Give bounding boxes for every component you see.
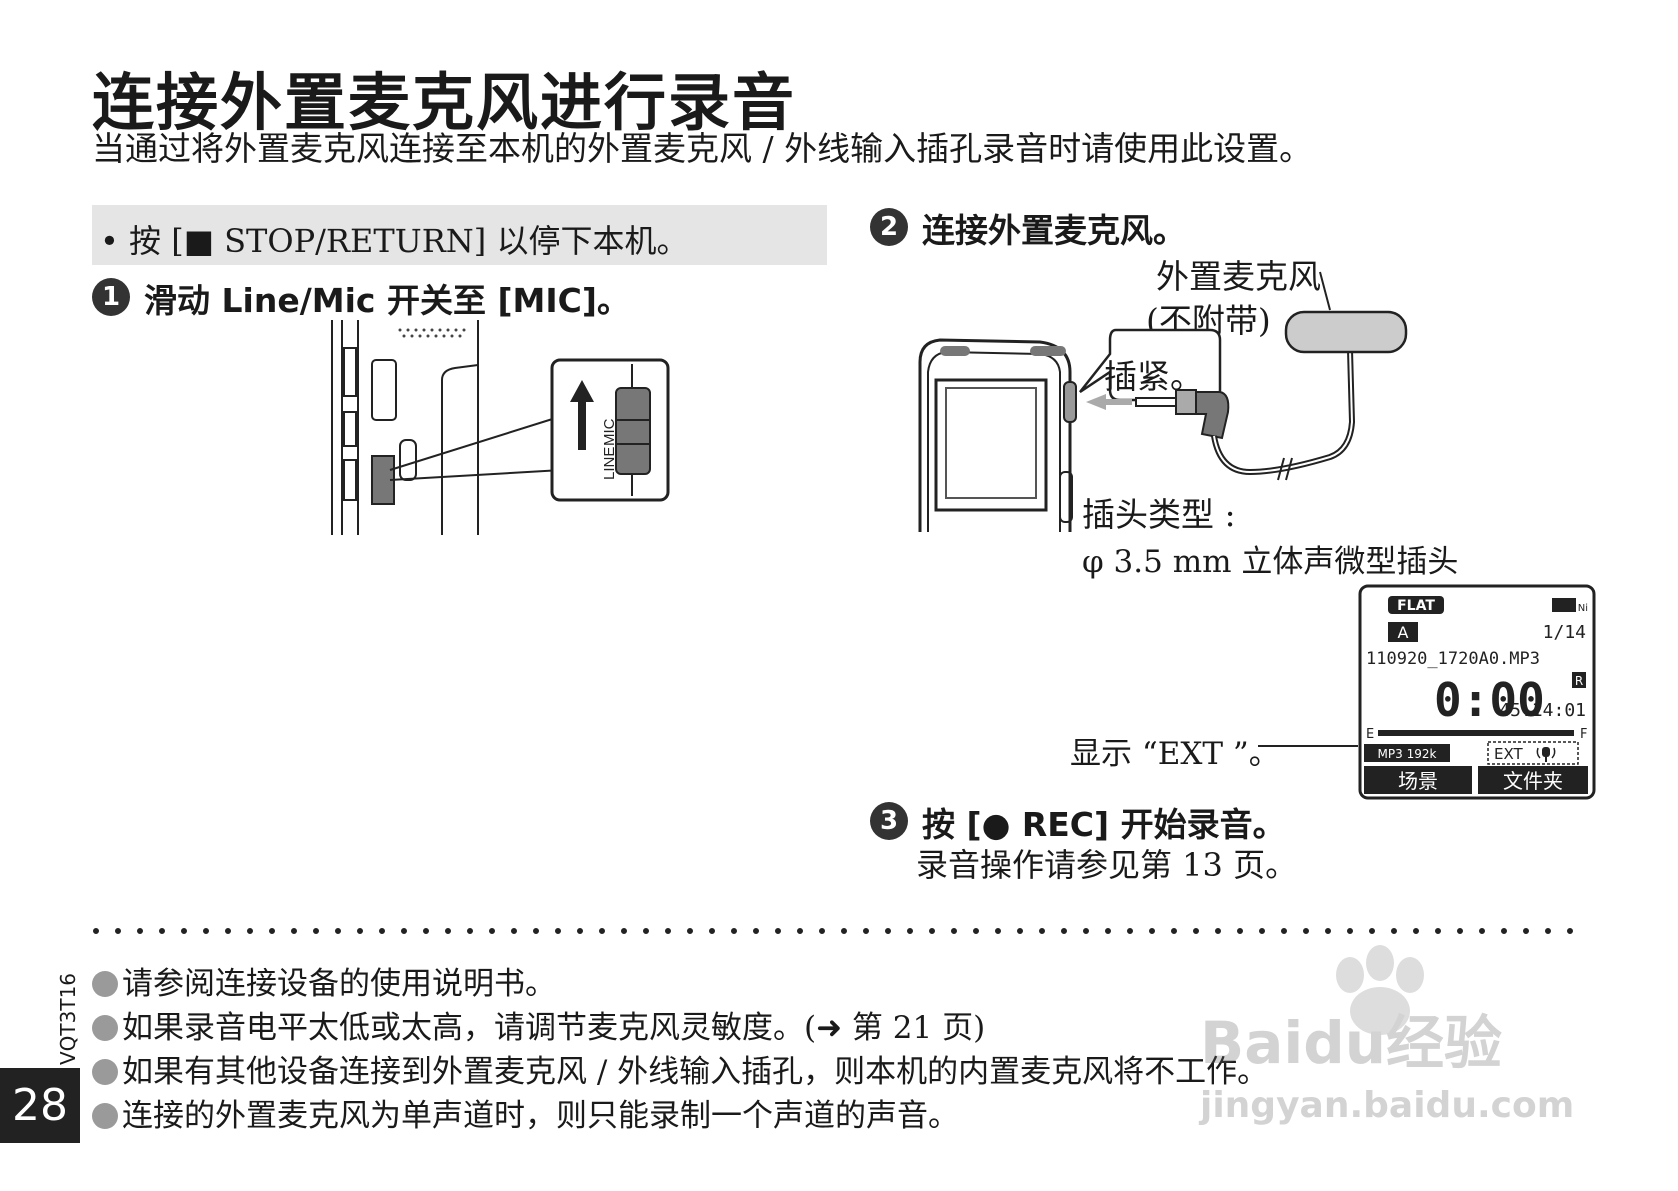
- softkey-left: 场景: [1398, 769, 1438, 793]
- plug-type-label: 插头类型 :: [1082, 495, 1236, 534]
- bullet-icon: [92, 971, 118, 997]
- level-right: F: [1580, 727, 1587, 742]
- document-code: VQT3T16: [56, 972, 80, 1065]
- note-item: 请参阅连接设备的使用说明书。: [92, 958, 556, 1003]
- step-3-text: 按 [● REC] 开始录音。: [922, 805, 1286, 844]
- plug-type-value: φ 3.5 mm 立体声微型插头: [1082, 544, 1459, 580]
- arrow-up-icon: [570, 380, 594, 450]
- folder-badge: A: [1398, 623, 1409, 642]
- battery-label: Ni: [1578, 603, 1588, 614]
- prep-box: [92, 205, 827, 265]
- tighten-callout: 插紧。: [1104, 357, 1203, 396]
- step-3-number: 3: [870, 802, 908, 840]
- bullet-icon: [92, 1103, 118, 1129]
- switch-label-line: LINE: [601, 447, 618, 480]
- watermark-brand: Baidu经验: [1200, 1009, 1502, 1077]
- prep-instruction: • 按 [■ STOP/RETURN] 以停下本机。: [100, 222, 689, 260]
- baidu-watermark: Baidu经验 jingyan.baidu.com: [1198, 945, 1574, 1126]
- file-name: 110920_1720A0.MP3: [1366, 649, 1540, 669]
- level-left: E: [1366, 727, 1374, 742]
- page-subtitle: 当通过将外置麦克风连接至本机的外置麦克风 / 外线输入插孔录音时请使用此设置。: [92, 129, 1313, 168]
- format-badge: MP3 192k: [1378, 747, 1437, 761]
- softkey-right: 文件夹: [1503, 769, 1563, 793]
- dotted-divider: [93, 928, 1592, 934]
- lcd-screen-figure: FLAT Ni A 1/14 110920_1720A0.MP3 0:00 R …: [1358, 584, 1596, 800]
- step-1-number: 1: [92, 278, 130, 316]
- bullet-icon: [92, 1059, 118, 1085]
- ext-display-note: 显示 “EXT ”。: [1070, 736, 1280, 772]
- rec-mark: R: [1575, 674, 1583, 688]
- paw-icon: [1336, 945, 1424, 1035]
- track-counter: 1/14: [1543, 622, 1586, 643]
- bullet-icon: [92, 1015, 118, 1041]
- external-mic-label: 外置麦克风: [1156, 257, 1321, 296]
- note-item: 如果录音电平太低或太高，请调节麦克风灵敏度。(➜ 第 21 页): [92, 1002, 985, 1047]
- arrow-left-icon: [1086, 394, 1132, 410]
- microphone-icon: [1284, 310, 1408, 354]
- elapsed-time: 0:00: [1434, 673, 1545, 727]
- watermark-url: jingyan.baidu.com: [1198, 1085, 1574, 1126]
- eq-badge: FLAT: [1397, 598, 1435, 614]
- step-2-text: 连接外置麦克风。: [922, 211, 1186, 250]
- ext-mic-icon: [1536, 747, 1556, 762]
- step-2-number: 2: [870, 208, 908, 246]
- page-number: 28: [0, 1068, 80, 1143]
- page-title: 连接外置麦克风进行录音: [92, 66, 797, 139]
- step-1-text: 滑动 Line/Mic 开关至 [MIC]。: [144, 281, 630, 320]
- remaining-time: 45:14:01: [1499, 700, 1586, 721]
- line-mic-switch-figure: MIC LINE: [331, 320, 670, 535]
- switch-label-mic: MIC: [601, 418, 618, 446]
- ext-indicator: EXT: [1494, 745, 1523, 763]
- mic-connection-figure: [918, 271, 1408, 532]
- note-item: 连接的外置麦克风为单声道时，则只能录制一个声道的声音。: [92, 1090, 959, 1135]
- step-3-subtext: 录音操作请参见第 13 页。: [916, 846, 1298, 884]
- note-item: 如果有其他设备连接到外置麦克风 / 外线输入插孔，则本机的内置麦克风将不工作。: [92, 1046, 1268, 1091]
- ext-note-pointer: [1258, 745, 1358, 747]
